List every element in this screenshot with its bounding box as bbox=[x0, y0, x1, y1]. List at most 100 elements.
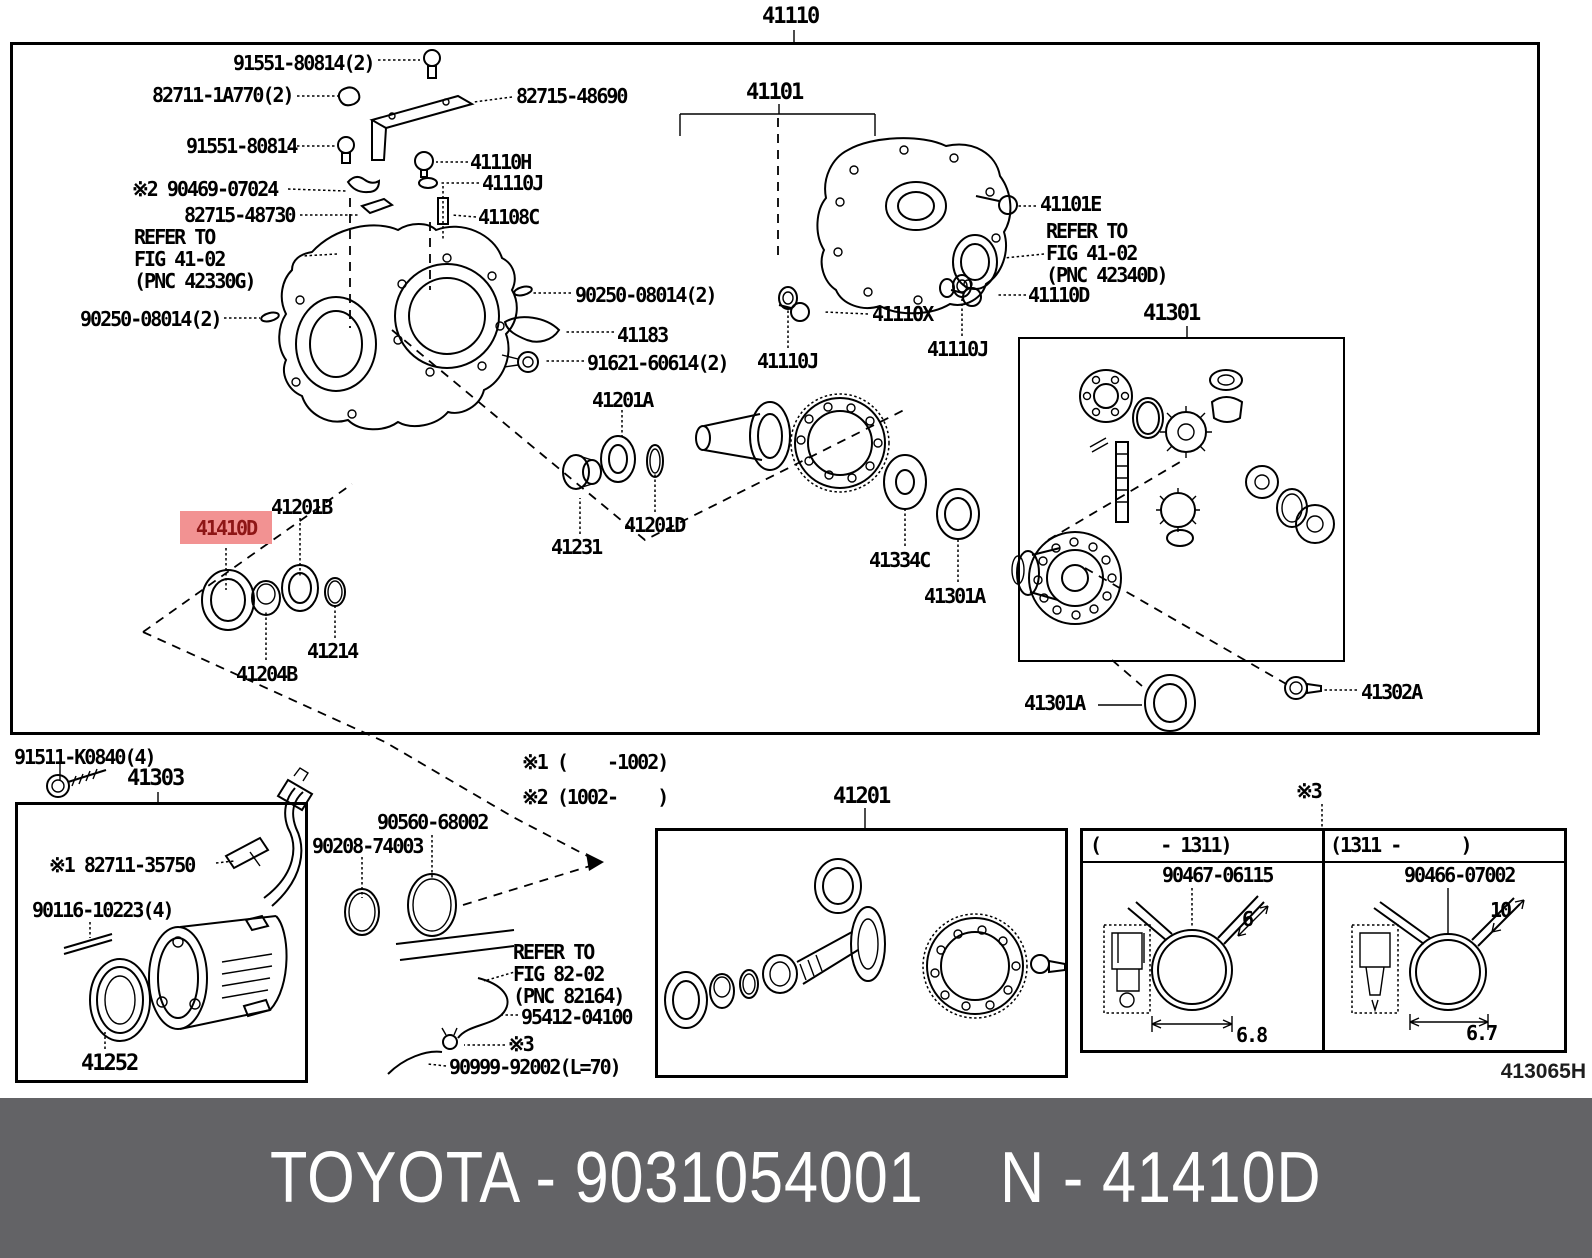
label-90467-06115: 90467-06115 bbox=[1162, 863, 1274, 887]
label-41110d: 41110D bbox=[1028, 283, 1090, 307]
pinion-detail-drawing bbox=[664, 858, 1066, 1029]
ring-gear-pinion-drawing bbox=[695, 393, 890, 493]
highlighted-part-41410d[interactable]: 41410D bbox=[180, 511, 272, 544]
bearing-41301a-icon bbox=[936, 488, 980, 540]
clip-48730-icon bbox=[360, 197, 395, 215]
motor-detail-box bbox=[15, 802, 308, 1083]
label-41201: 41201 bbox=[833, 784, 891, 809]
label-82715-48690: 82715-48690 bbox=[516, 84, 628, 108]
bearing-41201b-icon bbox=[281, 564, 319, 612]
gasket-41110j-icon bbox=[418, 177, 438, 189]
diff-internal-gears-drawing bbox=[1079, 369, 1335, 547]
table-header-right-range: (1311 - ) bbox=[1330, 833, 1473, 857]
label-41301a-inner: 41301A bbox=[924, 584, 986, 608]
label-41301: 41301 bbox=[1143, 301, 1201, 326]
label-41110j-c: 41110J bbox=[927, 337, 989, 361]
label-90560-68002: 90560-68002 bbox=[377, 810, 489, 834]
label-41231: 41231 bbox=[551, 535, 603, 559]
ring-41252-icon bbox=[89, 958, 151, 1042]
label-41110j-b: 41110J bbox=[757, 349, 819, 373]
orings-hoses-drawing bbox=[344, 873, 515, 1075]
label-41214: 41214 bbox=[307, 639, 359, 663]
seal-41301a-icon bbox=[1144, 674, 1196, 732]
figure-code: 413065H bbox=[1500, 1060, 1586, 1083]
table-header-left-range: ( - 1311) bbox=[1090, 833, 1233, 857]
label-41101e: 41101E bbox=[1040, 192, 1102, 216]
oring-90560-icon bbox=[407, 873, 457, 937]
connector-icon bbox=[276, 778, 314, 812]
label-41183: 41183 bbox=[617, 323, 669, 347]
table-clip-drawings bbox=[1103, 895, 1525, 1032]
clip-82711-icon bbox=[337, 86, 361, 107]
rear-cover-drawing bbox=[816, 137, 1012, 315]
label-91511-k0840: 91511-K0840(4) bbox=[14, 745, 157, 769]
breather-41183-icon bbox=[503, 316, 561, 343]
part-number-banner: TOYOTA - 9031054001 N - 41410D bbox=[0, 1098, 1592, 1258]
label-note3-table: ※3 bbox=[1296, 779, 1323, 803]
ring-41201d-icon bbox=[646, 444, 664, 478]
label-41301a-outer: 41301A bbox=[1024, 691, 1086, 715]
ring-41214-icon bbox=[324, 577, 346, 607]
clamp-variant-table bbox=[1080, 828, 1567, 1053]
clamp-note3-icon bbox=[442, 1034, 458, 1050]
carrier-housing-drawing bbox=[278, 223, 518, 431]
projection-arrowhead bbox=[586, 853, 604, 871]
label-91551-80814: 91551-80814 bbox=[186, 134, 298, 158]
label-assembly-41110: 41110 bbox=[762, 4, 820, 29]
label-90116-10223: 90116-10223(4) bbox=[32, 898, 175, 922]
label-41204b: 41204B bbox=[236, 662, 298, 686]
clamp-90469-icon bbox=[346, 176, 381, 194]
washer-41110j-icon bbox=[778, 286, 798, 310]
diff-case-detail-box bbox=[1018, 337, 1345, 662]
main-diagram-box bbox=[10, 42, 1540, 735]
label-41201a: 41201A bbox=[592, 388, 654, 412]
seal-41410d-icon bbox=[201, 569, 255, 631]
table-header-divider bbox=[1083, 861, 1564, 863]
table-vertical-divider bbox=[1322, 831, 1325, 1050]
label-82715-48730: 82715-48730 bbox=[184, 203, 296, 227]
diff-case-drawing bbox=[1011, 531, 1122, 625]
top-fastener-icons bbox=[260, 49, 561, 373]
label-41302a: 41302A bbox=[1361, 680, 1423, 704]
highlighted-part-text: 41410D bbox=[195, 515, 258, 540]
label-refer-fig-41-02-42340d: REFER TO FIG 41-02 (PNC 42340D) bbox=[1046, 219, 1168, 287]
label-95412-04100: 95412-04100 bbox=[521, 1005, 633, 1029]
projection-lines bbox=[142, 118, 1289, 906]
label-note1-range: ※1 ( -1002) bbox=[522, 750, 669, 774]
label-91551-80814-x2: 91551-80814(2) bbox=[233, 51, 376, 75]
pinion-detail-box bbox=[655, 828, 1068, 1078]
cover-fastener-icons bbox=[778, 195, 1018, 322]
label-41110j-a: 41110J bbox=[482, 171, 544, 195]
label-90250-left: 90250-08014(2) bbox=[80, 307, 223, 331]
label-refer-fig-82-02: REFER TO FIG 82-02 (PNC 82164) bbox=[513, 940, 625, 1008]
leader-lines-dotted bbox=[89, 59, 1357, 1067]
bolt-41302a-icon bbox=[1284, 676, 1308, 700]
label-41110x: 41110X bbox=[872, 302, 934, 326]
bracket-41101 bbox=[679, 113, 876, 136]
label-note2-90469: ※2 90469-07024 bbox=[132, 177, 279, 201]
label-dim-6-8: 6.8 bbox=[1236, 1023, 1268, 1047]
banner-pnc-code: N - 41410D bbox=[1000, 1138, 1322, 1218]
label-41303: 41303 bbox=[127, 766, 185, 791]
leader-lines-solid bbox=[59, 30, 1449, 934]
bracket-82715-48690-icon bbox=[369, 94, 475, 161]
label-41334c: 41334C bbox=[869, 548, 931, 572]
sensor-82711-35750-icon bbox=[224, 836, 270, 870]
label-41110h: 41110H bbox=[470, 150, 532, 174]
pinion-seal-group-icons bbox=[201, 564, 346, 631]
label-82711-1a770: 82711-1A770(2) bbox=[152, 83, 295, 107]
plug-41110h-icon bbox=[414, 151, 434, 171]
label-41201d: 41201D bbox=[624, 513, 686, 537]
slinger-41204b-icon bbox=[251, 580, 281, 616]
pinion-bearing-icons bbox=[562, 435, 980, 540]
harness-icon bbox=[263, 787, 304, 907]
label-dim-10: 10 bbox=[1490, 898, 1512, 922]
label-41101: 41101 bbox=[746, 80, 804, 105]
label-90250-mid: 90250-08014(2) bbox=[575, 283, 718, 307]
label-90208-74003: 90208-74003 bbox=[312, 834, 424, 858]
label-41252: 41252 bbox=[81, 1051, 139, 1076]
label-note1-82711-35750: ※1 82711-35750 bbox=[49, 853, 196, 877]
hose-95412-icon bbox=[457, 977, 509, 1039]
